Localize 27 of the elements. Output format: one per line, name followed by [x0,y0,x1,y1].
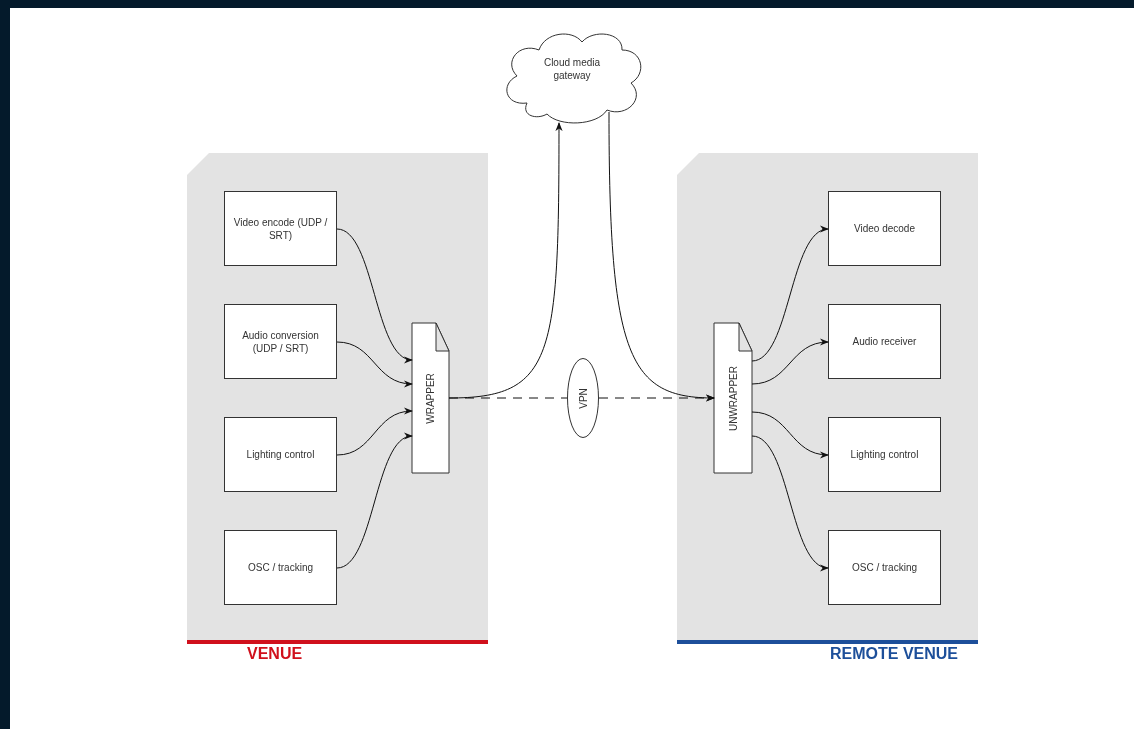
node-label: Cloud media gateway [542,56,602,82]
node-label: UNWRAPPER [727,365,739,431]
node-label: VPN [577,387,589,409]
arrow [336,341,413,387]
process-box: Video decode [828,191,941,266]
arrow [336,434,413,569]
process-box: Audio conversion (UDP / SRT) [224,304,337,379]
process-box: Video encode (UDP / SRT) [224,191,337,266]
arrow [336,228,413,362]
dashed-connector [448,397,568,399]
arrow [751,339,829,385]
process-box: OSC / tracking [828,530,941,605]
arrow [751,411,829,458]
venue-label: VENUE [247,645,303,663]
process-box: Lighting control [828,417,941,492]
process-box: Audio receiver [828,304,941,379]
arrow [336,408,413,456]
process-box: OSC / tracking [224,530,337,605]
process-box: Lighting control [224,417,337,492]
node-label: WRAPPER [425,372,436,424]
arrow [751,435,829,570]
arrow [751,227,829,362]
dashed-connector [598,394,715,402]
document-shape [714,323,752,473]
venue-label: REMOTE VENUE [830,645,958,663]
ellipse-shape [567,358,599,438]
document-shape [412,323,449,473]
